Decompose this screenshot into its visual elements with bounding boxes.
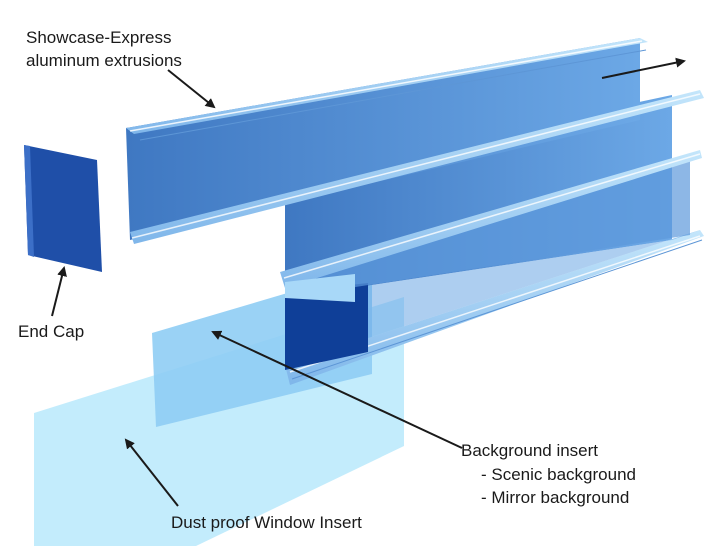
extrusions-label-line2: aluminum extrusions (26, 51, 182, 70)
extrusions-label-line1: Showcase-Express (26, 28, 172, 47)
background-insert-title: Background insert (461, 441, 599, 460)
background-option-mirror: - Mirror background (481, 488, 630, 507)
direction-arrow (601, 57, 686, 79)
window-insert-label: Dust proof Window Insert (171, 513, 362, 532)
top-extrusion (126, 38, 704, 244)
extrusions-leader-arrow (167, 69, 216, 109)
background-option-scenic: - Scenic background (481, 465, 636, 484)
end-cap (24, 145, 102, 272)
end-cap-label: End Cap (18, 322, 85, 341)
background-recess (285, 283, 368, 370)
window-insert-leader-arrow (124, 438, 179, 507)
background-leader-arrow (211, 330, 463, 449)
end-cap-leader-arrow (51, 266, 67, 317)
